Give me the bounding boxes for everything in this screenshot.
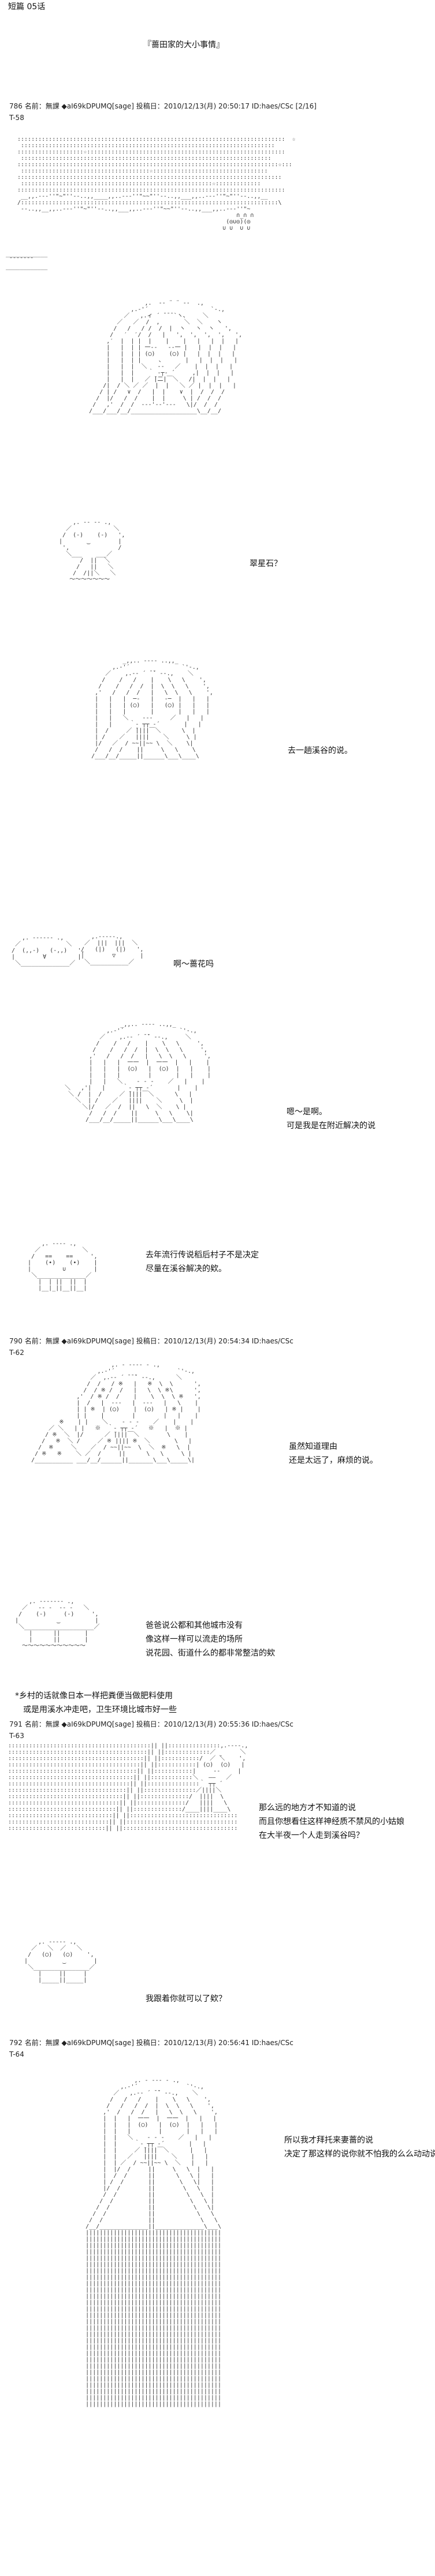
dialog-bubble: 爸爸说公都和其他城市没有 [146, 1621, 243, 1630]
page-title: 短篇 05话 [8, 2, 46, 12]
small-character-ascii-art-4: ,. -‐‐- ., ／ ＼ / == == ', | (•) (•) | | … [28, 1241, 98, 1291]
post-header: 792 名前：無課 ◆aI69kDPUMQ[sage] 投稿日：2010/12/… [9, 2039, 293, 2047]
post-header: 790 名前：無課 ◆aI69kDPUMQ[sage] 投稿日：2010/12/… [9, 1337, 293, 1345]
dialog-bubble: 虽然知道理由 [289, 1442, 337, 1451]
dialog-bubble: 而且你想看住这样神经质不禁风的小姑娘 [259, 1817, 404, 1826]
story-title: 『蔷田家的大小事情』 [143, 40, 224, 50]
dialog-bubble: 去一趟溪谷的说。 [288, 746, 352, 755]
character-ascii-art-3: _,,.. -‐‐- ..,,_ ,.‐'´ `'‐., ／ ,.-‐ ´ ̄ … [65, 1021, 211, 1123]
translator-note: 或是用溪水冲走吧，卫生环境比城市好一些 [23, 1705, 177, 1714]
dialog-bubble: 所以我才拜托来妻蔷的说 [284, 2136, 373, 2145]
dialog-bubble: 那么远的地方才不知道的说 [259, 1803, 356, 1813]
dialog-bubble: 决定了那这样的说你就不怕我的么么动动说 [284, 2150, 435, 2159]
character-ascii-art-2: _,,.. -‐‐- ..,,_ ,.‐'´ `'‐., ／ ,.-‐ ´ ̄ … [91, 658, 213, 759]
translator-note: *乡村的话就像日本一样把粪便当做肥料使用 [15, 1691, 173, 1701]
dialog-bubble: 尽量在溪谷解决的欸。 [146, 1264, 226, 1274]
dialog-bubble: 在大半夜一个人走到溪谷吗？ [259, 1831, 364, 1840]
dialog-bubble: 嗯～是啊。 [287, 1107, 327, 1117]
dialog-bubble: 说花园、街道什么的都非常整洁的欸 [146, 1649, 275, 1658]
dialog-bubble: 可是我是在附近解决的说 [287, 1121, 375, 1130]
dialog-bubble: 去年流行传说稻后村子不是决定 [146, 1250, 259, 1260]
dialog-bubble: 像这样一样可以流走的场所 [146, 1635, 243, 1644]
character-ascii-art-1: ,. -‐ ¨ ¨ ‐- ., ,.‐'´ `‐., ／ ,.ィ ´ ̄ ̄ ̄… [89, 300, 243, 414]
character-ascii-art-6: ,. - ‐‐‐ - ., ,.‐'´ `'‐., ／ ,.-‐ ´ ̄ ̄` … [85, 2077, 221, 2407]
character-ascii-art-4: ,. - ‐‐‐‐ - ., ,.‐'´ `'‐., ／ ,.-‐ ´ ̄ ̄ … [31, 1362, 201, 1463]
small-character-ascii-art-6: ,. -‐‐‐- ., ／ ＼ ／ ＼ / (◯) (◯) ', | ‿ | ＼… [24, 1939, 98, 1983]
post-tag: T-58 [9, 114, 24, 122]
character-ascii-art-5: ::::::::::::::::::::::::::::::::::::::::… [8, 1743, 248, 1832]
ground-ascii-art: ____________ ̄ ̄ ̄ ̄ ̄ ̄ ̄ ____________ [6, 251, 48, 270]
night-scenery-ascii-art: ::::::::::::::::::::::::::::::::::::::::… [17, 136, 296, 231]
dialog-bubble: 还是太远了，麻烦的说。 [289, 1456, 378, 1465]
small-character-ascii-art-3: ,.-‐‐‐-., ／ ||| ||| ＼ / (|) (|) ', | ▽ |… [81, 934, 144, 965]
dialog-bubble: 翠星石？ [250, 559, 282, 568]
dialog-bubble: 啊～蔷花吗 [173, 960, 214, 969]
small-character-ascii-art-1: ,. -‐ ‐- ., ／ ＼ / (-) (-) ', | ‿ | ', / … [59, 519, 125, 583]
small-character-ascii-art-5: ,. -‐‐‐‐‐- ., ／ -‐ - -‐ - ＼ / (-) (-) ',… [15, 1598, 100, 1649]
post-tag: T-62 [9, 1349, 24, 1357]
post-header: 786 名前：無課 ◆aI69kDPUMQ[sage] 投稿日：2010/12/… [9, 102, 317, 110]
dialog-bubble: 我跟着你就可以了欸？ [146, 1994, 226, 2004]
post-header: 791 名前：無課 ◆aI69kDPUMQ[sage] 投稿日：2010/12/… [9, 1720, 293, 1728]
post-tag: T-64 [9, 2050, 24, 2058]
small-character-ascii-art-2: ,. -‐‐‐‐- ., ／ ＼ / (,,-) (-,,) ', | ∀ | … [12, 935, 85, 967]
post-tag: T-63 [9, 1732, 24, 1740]
